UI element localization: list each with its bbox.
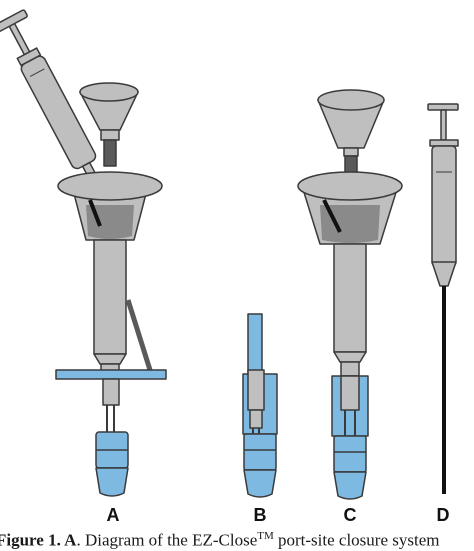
caption-suffix: port-site closure system xyxy=(273,530,440,550)
label-d: D xyxy=(436,505,450,525)
label-b: B xyxy=(253,505,267,525)
device-a-tip xyxy=(95,431,129,497)
label-c: C xyxy=(343,505,357,525)
device-a-anchor-rod xyxy=(125,299,153,371)
device-d xyxy=(427,103,459,494)
figure-caption: Figure 1. A. Diagram of the EZ-CloseTM p… xyxy=(0,530,439,551)
caption-text: . Diagram of the EZ-Close xyxy=(76,530,258,550)
caption-prefix: Figure 1. A xyxy=(0,530,77,550)
caption-superscript: TM xyxy=(257,530,274,542)
device-a xyxy=(0,9,167,497)
device-a-plate xyxy=(55,369,167,380)
device-a-syringe xyxy=(0,9,97,178)
device-c xyxy=(297,89,403,500)
device-a-shaft xyxy=(93,239,127,355)
device-b xyxy=(242,313,278,498)
label-a: A xyxy=(106,505,120,525)
